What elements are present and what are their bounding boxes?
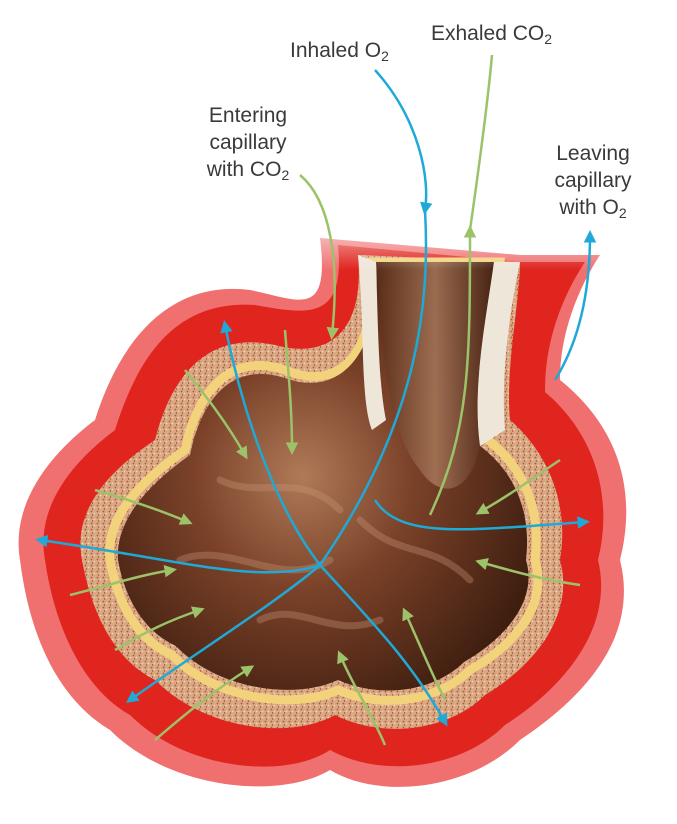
co2-arrow (154, 665, 255, 741)
leaving-line-2: capillary (554, 169, 632, 192)
co2-arrow (94, 488, 193, 525)
o2-arrow (125, 564, 321, 703)
co2-arrow (299, 174, 340, 340)
exhaled-co2-subscript: 2 (544, 31, 553, 47)
alveolar-epithelium (105, 257, 543, 705)
entering-subscript: 2 (281, 167, 290, 183)
o2-arrow (374, 69, 433, 215)
entering-capillary-label: Entering capillary with CO2 (188, 102, 308, 189)
co2-arrow (468, 54, 494, 231)
co2-arrow (283, 329, 299, 455)
bronchiole-wall (477, 262, 520, 446)
leaving-line-3-text: with O (559, 196, 619, 219)
exhaled-co2-text: Exhaled CO (431, 22, 545, 45)
co2-arrow (184, 369, 248, 460)
inhaled-o2-label: Inhaled O2 (290, 37, 389, 70)
o2-arrow (553, 230, 597, 381)
o2-arrow (220, 320, 321, 566)
leaving-line-3: with O2 (538, 194, 648, 227)
co2-arrow (337, 650, 387, 746)
top-fade (300, 200, 620, 270)
co2-arrow (69, 564, 177, 597)
entering-line-3-text: with CO (206, 158, 282, 181)
co2-arrow (428, 225, 477, 516)
o2-arrow (319, 564, 448, 727)
co2-diffusion-arrows (69, 54, 581, 746)
entering-line-3: with CO2 (188, 156, 308, 189)
leaving-line-1: Leaving (556, 142, 630, 165)
leaving-subscript: 2 (618, 205, 627, 221)
leaving-capillary-label: Leaving capillary with O2 (538, 140, 648, 227)
o2-arrow (318, 209, 428, 566)
o2-diffusion-arrows (35, 69, 597, 727)
inhaled-o2-text: Inhaled O (290, 39, 382, 62)
bronchiole (376, 262, 494, 489)
entering-line-2: capillary (209, 131, 287, 154)
inhaled-o2-subscript: 2 (381, 48, 389, 64)
exhaled-co2-label: Exhaled CO2 (431, 20, 552, 53)
co2-arrow (475, 458, 561, 515)
o2-arrow (35, 534, 321, 574)
bronchiole-wall-left (358, 255, 386, 430)
o2-arrow (373, 499, 590, 531)
co2-arrow (402, 607, 447, 701)
entering-line-1: Entering (208, 104, 288, 127)
co2-arrow (114, 606, 205, 652)
co2-arrow (475, 558, 581, 587)
